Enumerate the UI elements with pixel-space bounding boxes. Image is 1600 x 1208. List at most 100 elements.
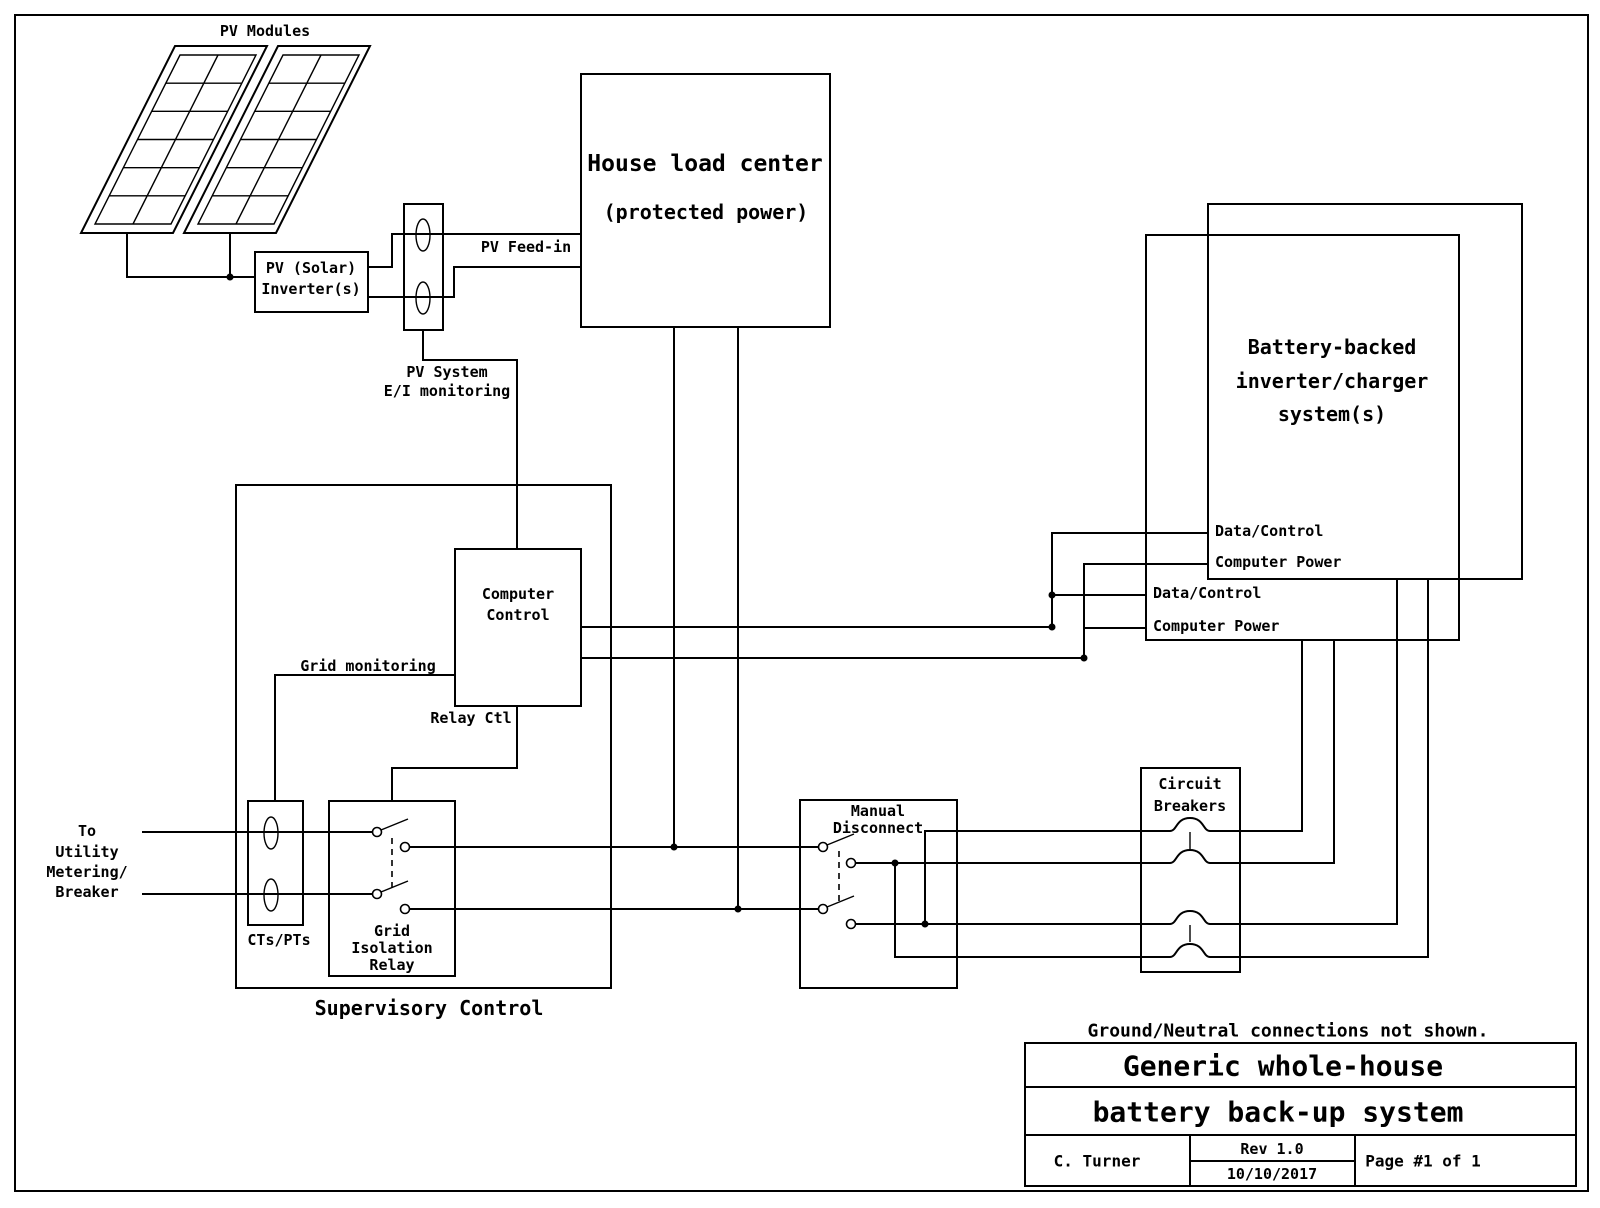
wire-grid-monitoring	[274, 674, 455, 801]
switch-contact	[399, 903, 411, 915]
breaker-icon	[1169, 910, 1211, 925]
pv-monitoring-label: E/I monitoring	[384, 382, 510, 400]
circuit-breakers-box	[1140, 767, 1241, 973]
drawing-title: Generic whole-house	[1123, 1050, 1443, 1083]
wire-pv-feed	[368, 233, 581, 268]
pv-monitoring-label: PV System	[406, 363, 487, 381]
supervisory-box	[235, 484, 612, 989]
supervisory-title: Supervisory Control	[315, 996, 544, 1020]
wire-relay-ctl	[391, 706, 518, 801]
computer-control-label: Computer	[482, 585, 554, 603]
computer-control-label: Control	[486, 606, 549, 624]
manual-disconnect-box	[799, 799, 958, 989]
port-label-data-control: Data/Control	[1153, 584, 1261, 602]
utility-label: Breaker	[55, 883, 118, 901]
port-label-data-control: Data/Control	[1215, 522, 1323, 540]
wire-pv-feed	[368, 266, 581, 298]
ground-neutral-note: Ground/Neutral connections not shown.	[1088, 1021, 1489, 1042]
revision-date: 10/10/2017	[1227, 1165, 1317, 1183]
drawing-title: battery back-up system	[1093, 1096, 1464, 1129]
wire-computer-power	[1083, 563, 1208, 658]
utility-label: Metering/	[46, 863, 127, 881]
breaker-icon	[1169, 849, 1211, 864]
battery-system-title: Battery-backed	[1248, 335, 1417, 359]
wire-pv-monitoring	[422, 330, 518, 549]
manual-disconnect: Manual Disconnect	[799, 799, 958, 989]
wire-feeder	[1210, 579, 1398, 925]
pv-panel-icon	[80, 45, 268, 234]
junction-dot	[226, 273, 234, 281]
switch-contact	[845, 857, 857, 869]
junction-dot	[1048, 591, 1056, 599]
pv-inverter: PV (Solar) Inverter(s)	[254, 251, 369, 313]
house-load-center-subtitle: (protected power)	[604, 200, 809, 224]
author-name: C. Turner	[1054, 1152, 1141, 1171]
pv-modules-label: PV Modules	[220, 22, 310, 40]
grid-monitoring-label: Grid monitoring	[300, 657, 435, 675]
house-load-center: House load center (protected power)	[580, 73, 831, 913]
port-label-computer-power: Computer Power	[1153, 617, 1279, 635]
inverter-unit-back-box	[1207, 203, 1523, 580]
battery-inverter-systems: Battery-backed inverter/charger system(s…	[1145, 203, 1523, 641]
cts-pts-box	[247, 800, 304, 926]
switch-contact	[845, 918, 857, 930]
wire-data-control	[1051, 532, 1208, 627]
utility-label: To	[78, 822, 96, 840]
switch-blade	[826, 833, 855, 846]
ct-sensor-icon	[415, 218, 431, 252]
switch-contact	[371, 826, 383, 838]
house-load-center-title: House load center	[587, 151, 822, 177]
junction-dot	[921, 920, 929, 928]
wire-feeder	[1210, 640, 1335, 864]
relay-ctl-label: Relay Ctl	[430, 709, 511, 727]
switch-contact	[817, 841, 829, 853]
pv-ct-sensors: PV Feed-in PV System E/I monitoring	[368, 203, 581, 549]
ct-sensor-icon	[415, 281, 431, 315]
switch-contact	[371, 888, 383, 900]
pv-inverter-label: PV (Solar)	[266, 259, 356, 277]
utility-feed: To Utility Metering/ Breaker	[46, 822, 372, 901]
pv-array: PV Modules	[80, 22, 371, 281]
breaker-icon	[1169, 817, 1211, 832]
title-block-border	[1024, 1042, 1577, 1187]
computer-distribution-wires	[581, 532, 1208, 662]
revision-label: Rev 1.0	[1240, 1140, 1303, 1158]
junction-dot	[891, 859, 899, 867]
ct-box	[403, 203, 444, 331]
breaker-icon	[1169, 943, 1211, 958]
pv-feed-in-label: PV Feed-in	[481, 238, 571, 256]
inverter-unit-front-box	[1145, 234, 1460, 641]
junction-dot	[1048, 623, 1056, 631]
title-block: Generic whole-house battery back-up syst…	[1024, 1042, 1577, 1187]
switch-contact	[817, 903, 829, 915]
wire-feeder	[894, 863, 1170, 958]
backup-feeders	[855, 579, 1429, 958]
switch-blade	[380, 818, 409, 831]
cts-pts-label: CTs/PTs	[247, 931, 310, 949]
page-number: Page #1 of 1	[1365, 1152, 1481, 1171]
grid-isolation-relay-label: Relay	[369, 956, 414, 974]
pv-inverter-label: Inverter(s)	[261, 280, 360, 298]
circuit-breakers-label: Breakers	[1154, 797, 1226, 815]
grid-isolation-relay-box	[328, 800, 456, 977]
grid-isolation-relay-label: Isolation	[351, 939, 432, 957]
circuit-breakers: Circuit Breakers	[1140, 767, 1241, 973]
switch-contact	[399, 841, 411, 853]
computer-control-box	[454, 548, 582, 707]
wire-feeder	[924, 830, 1170, 924]
switch-blade	[826, 895, 855, 908]
grid-isolation-relay-label: Grid	[374, 922, 410, 940]
wire-pv-dc	[126, 233, 255, 278]
wire-feeder	[1210, 579, 1429, 958]
utility-label: Utility	[55, 843, 118, 861]
battery-system-title: inverter/charger	[1236, 369, 1429, 393]
battery-system-title: system(s)	[1278, 402, 1386, 426]
port-label-computer-power: Computer Power	[1215, 553, 1341, 571]
switch-blade	[380, 880, 409, 893]
manual-disconnect-label: Disconnect	[833, 819, 923, 837]
supervisory-control: Supervisory Control Computer Control Gri…	[235, 484, 612, 1020]
manual-disconnect-label: Manual	[851, 802, 905, 820]
pv-inverter-box	[254, 251, 369, 313]
